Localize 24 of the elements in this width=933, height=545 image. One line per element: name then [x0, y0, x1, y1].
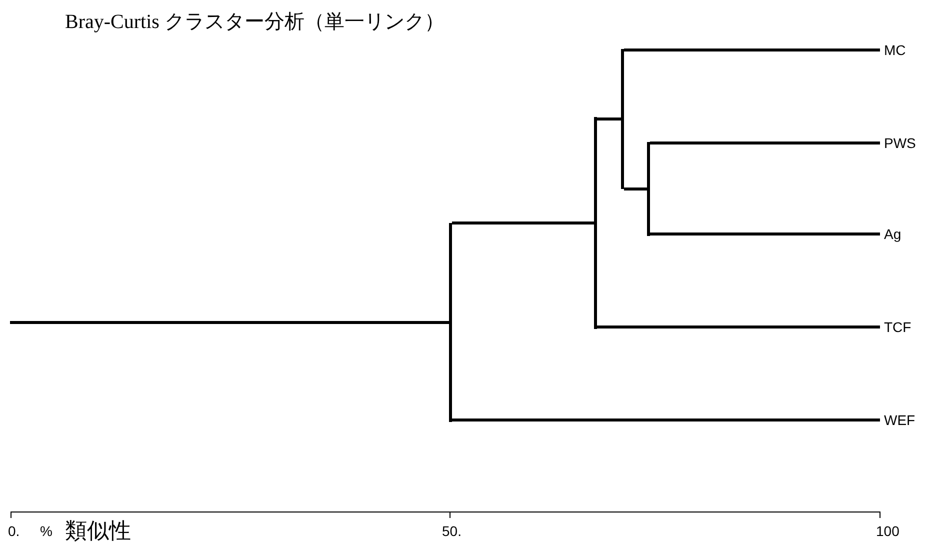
- chart-title: Bray-Curtis クラスター分析（単一リンク）: [65, 10, 444, 35]
- dendrogram-branch: [597, 118, 621, 120]
- dendrogram-branch: [597, 326, 880, 328]
- dendrogram-branch: [650, 232, 880, 236]
- dendrogram-bar: [647, 142, 650, 236]
- leaf-label: Ag: [880, 225, 902, 243]
- leaf-label: TCF: [880, 318, 912, 336]
- dendrogram-bar: [621, 49, 624, 189]
- dendrogram-branch: [452, 418, 880, 422]
- dendrogram-branch: [624, 188, 647, 190]
- dendrogram-bar: [594, 117, 597, 329]
- leaf-label: PWS: [880, 134, 916, 152]
- tick-label: 0.: [8, 523, 20, 539]
- dendrogram-bar: [449, 223, 452, 422]
- axis-title: 類似性: [65, 517, 131, 545]
- tick-label: 100: [876, 523, 900, 539]
- dendrogram-branch: [624, 48, 880, 52]
- tick-label: 50.: [442, 523, 462, 539]
- dendrogram-branch: [650, 142, 880, 144]
- leaf-label: MC: [880, 41, 906, 59]
- leaf-label: WEF: [880, 411, 916, 429]
- dendrogram-branch: [10, 321, 449, 324]
- axis-unit: %: [40, 523, 52, 539]
- dendrogram-branch: [452, 222, 594, 224]
